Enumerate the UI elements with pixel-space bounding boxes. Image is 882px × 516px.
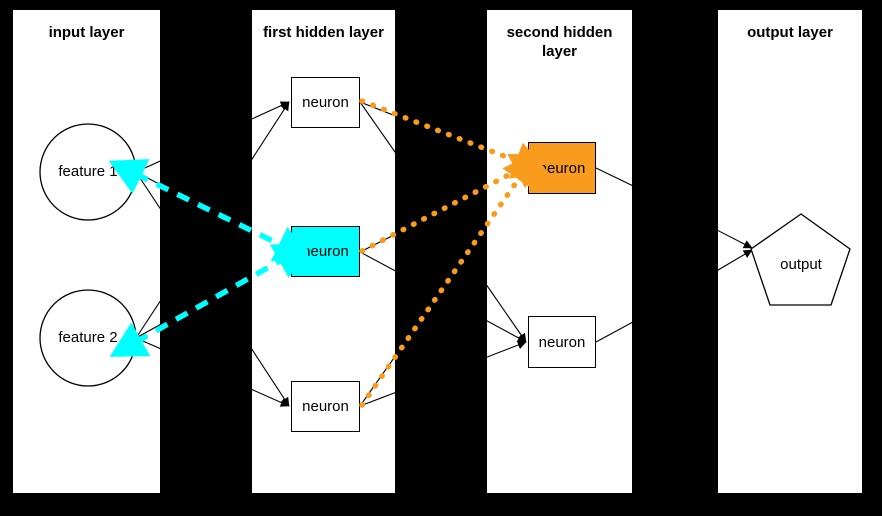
first-hidden-layer-title: first hidden layer	[263, 24, 384, 41]
hidden2-neuron-bottom-label: neuron	[538, 333, 586, 351]
hidden1-neuron-top[interactable]: neuron	[291, 77, 360, 128]
orange-dotted-edges	[359, 98, 550, 408]
output-pentagon	[750, 213, 851, 306]
feature-1-label: feature 1	[58, 163, 118, 180]
output-label: output	[780, 256, 822, 273]
orange-edge-top	[359, 98, 550, 179]
second-hidden-layer-title: second hidden layer	[506, 24, 613, 60]
cyan-bidirectional-edges	[108, 159, 312, 357]
hidden1-neuron-bottom-label: neuron	[302, 398, 349, 415]
second-hidden-layer-panel: second hidden layer	[487, 10, 632, 493]
hidden2-neuron-top-label: neuron	[538, 159, 586, 177]
hidden1-neuron-top-label: neuron	[302, 94, 349, 111]
input-layer-title: input layer	[48, 24, 125, 41]
cyan-edge-feature1	[108, 159, 312, 262]
output-layer-title: output layer	[747, 24, 833, 41]
cyan-edge-feature2	[109, 243, 311, 357]
orange-edge-mid	[359, 153, 548, 254]
hidden1-neuron-mid-label: neuron	[302, 243, 349, 260]
hidden1-neuron-bottom[interactable]: neuron	[291, 381, 360, 432]
feature-2-label: feature 2	[58, 329, 118, 346]
output-layer-panel: output layer output	[718, 10, 862, 493]
hidden2-neuron-bottom[interactable]: neuron	[528, 316, 596, 368]
orange-edge-bottom	[359, 150, 539, 408]
